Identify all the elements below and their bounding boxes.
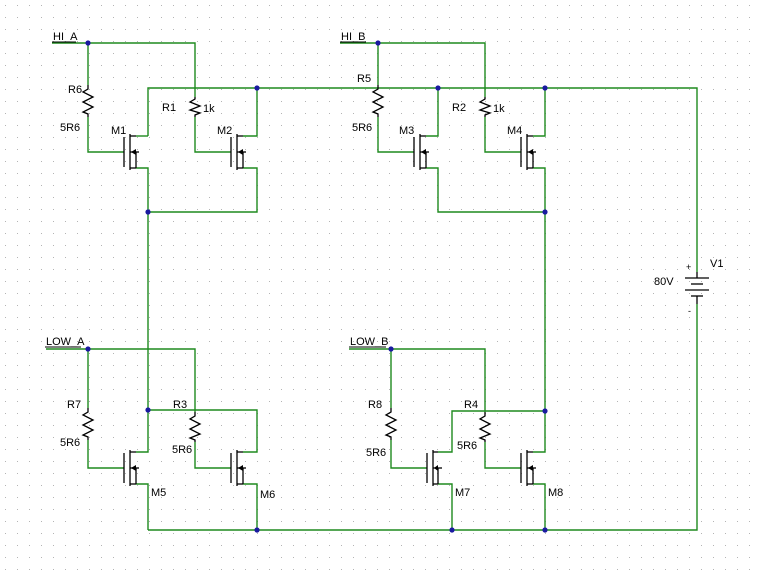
transistor-m3: M3 (399, 125, 429, 170)
r5-ref: R5 (357, 73, 371, 85)
junctions (85, 40, 548, 533)
wire-m3-source (426, 167, 545, 213)
r6-value: 5R6 (60, 122, 80, 134)
transistor-m7: M7 (426, 450, 470, 499)
v1-minus-sign: - (688, 306, 691, 316)
wire-r1-gate-m2 (194, 117, 231, 153)
wire-m7-source (438, 483, 453, 530)
m8-ref: M8 (548, 487, 563, 499)
r3-ref: R3 (173, 399, 187, 411)
wires (46, 42, 698, 531)
resistor-r6: R6 5R6 (60, 84, 95, 134)
m2-ref: M2 (217, 125, 232, 137)
wire-m8-drain (533, 411, 546, 453)
r3-value: 5R6 (172, 444, 192, 456)
wire-hi-a (52, 42, 196, 97)
net-label-low-b: LOW_B (350, 336, 389, 348)
resistor-r3: R3 5R6 (172, 399, 202, 456)
net-labels: HI_A HI_B LOW_A LOW_B (45, 31, 389, 348)
m1-ref: M1 (111, 125, 126, 137)
r1-value: 1k (203, 103, 215, 115)
wire-m5-source (136, 483, 149, 530)
wire-m2-drain (243, 88, 258, 137)
transistor-m5: M5 (123, 450, 166, 499)
wire-m8-source (533, 483, 546, 530)
net-label-hi-b: HI_B (341, 31, 365, 43)
wire-m6-source (243, 483, 258, 530)
net-label-low-a: LOW_A (46, 336, 85, 348)
net-label-hi-a: HI_A (53, 31, 78, 43)
r6-ref: R6 (68, 84, 82, 96)
wire-r7-gate-m5 (87, 440, 124, 469)
v1-ref: V1 (710, 258, 723, 270)
wire-r2-gate-m4 (484, 117, 521, 153)
r2-value: 1k (493, 103, 505, 115)
transistor-m6: M6 (230, 450, 275, 501)
m3-ref: M3 (399, 125, 414, 137)
r8-ref: R8 (368, 399, 382, 411)
r7-value: 5R6 (60, 437, 80, 449)
wire-low-a (46, 348, 196, 412)
wire-r3-gate-m6 (194, 442, 231, 469)
wire-r6-gate-m1 (87, 117, 124, 153)
resistor-r7: R7 5R6 (60, 399, 95, 449)
wire-r4-gate-m8 (484, 442, 521, 469)
wire-m4-source (533, 167, 546, 411)
resistor-r5: R5 5R6 (352, 73, 385, 134)
r7-ref: R7 (67, 399, 81, 411)
wire-m2-source (148, 167, 258, 213)
wire-m3-drain (426, 88, 439, 137)
r2-ref: R2 (452, 102, 466, 114)
m6-ref: M6 (260, 489, 275, 501)
wire-r5-gate-m3 (377, 117, 414, 153)
grid-dots (5, 5, 750, 570)
wire-r8-gate-m7 (390, 440, 427, 469)
r4-ref: R4 (464, 399, 478, 411)
wire-m4-drain (533, 88, 546, 137)
wire-out-b (438, 410, 545, 453)
transistor-m4: M4 (507, 125, 536, 170)
wire-m5-drain (136, 410, 149, 453)
wire-m1-source (136, 167, 149, 412)
wire-top-rail (147, 87, 698, 272)
transistor-m8: M8 (520, 450, 563, 499)
resistor-r1: R1 1k (162, 97, 215, 117)
transistor-m1: M1 (111, 125, 139, 170)
resistor-r2: R2 1k (452, 97, 505, 117)
r5-value: 5R6 (352, 122, 372, 134)
wire-bottom-rail (148, 304, 698, 531)
r4-value: 5R6 (457, 440, 477, 452)
m4-ref: M4 (507, 125, 522, 137)
voltage-source-v1: + - V1 80V (654, 258, 723, 316)
wire-low-b (349, 348, 486, 412)
r1-ref: R1 (162, 102, 176, 114)
wire-hi-b (340, 42, 486, 97)
transistor-m2: M2 (217, 125, 246, 170)
v1-value: 80V (654, 276, 674, 288)
resistor-r4: R4 5R6 (457, 399, 492, 452)
v1-plus-sign: + (686, 262, 691, 272)
resistor-r8: R8 5R6 (366, 399, 398, 459)
r8-value: 5R6 (366, 447, 386, 459)
wire-out-a (148, 409, 258, 453)
m5-ref: M5 (151, 487, 166, 499)
m7-ref: M7 (455, 487, 470, 499)
